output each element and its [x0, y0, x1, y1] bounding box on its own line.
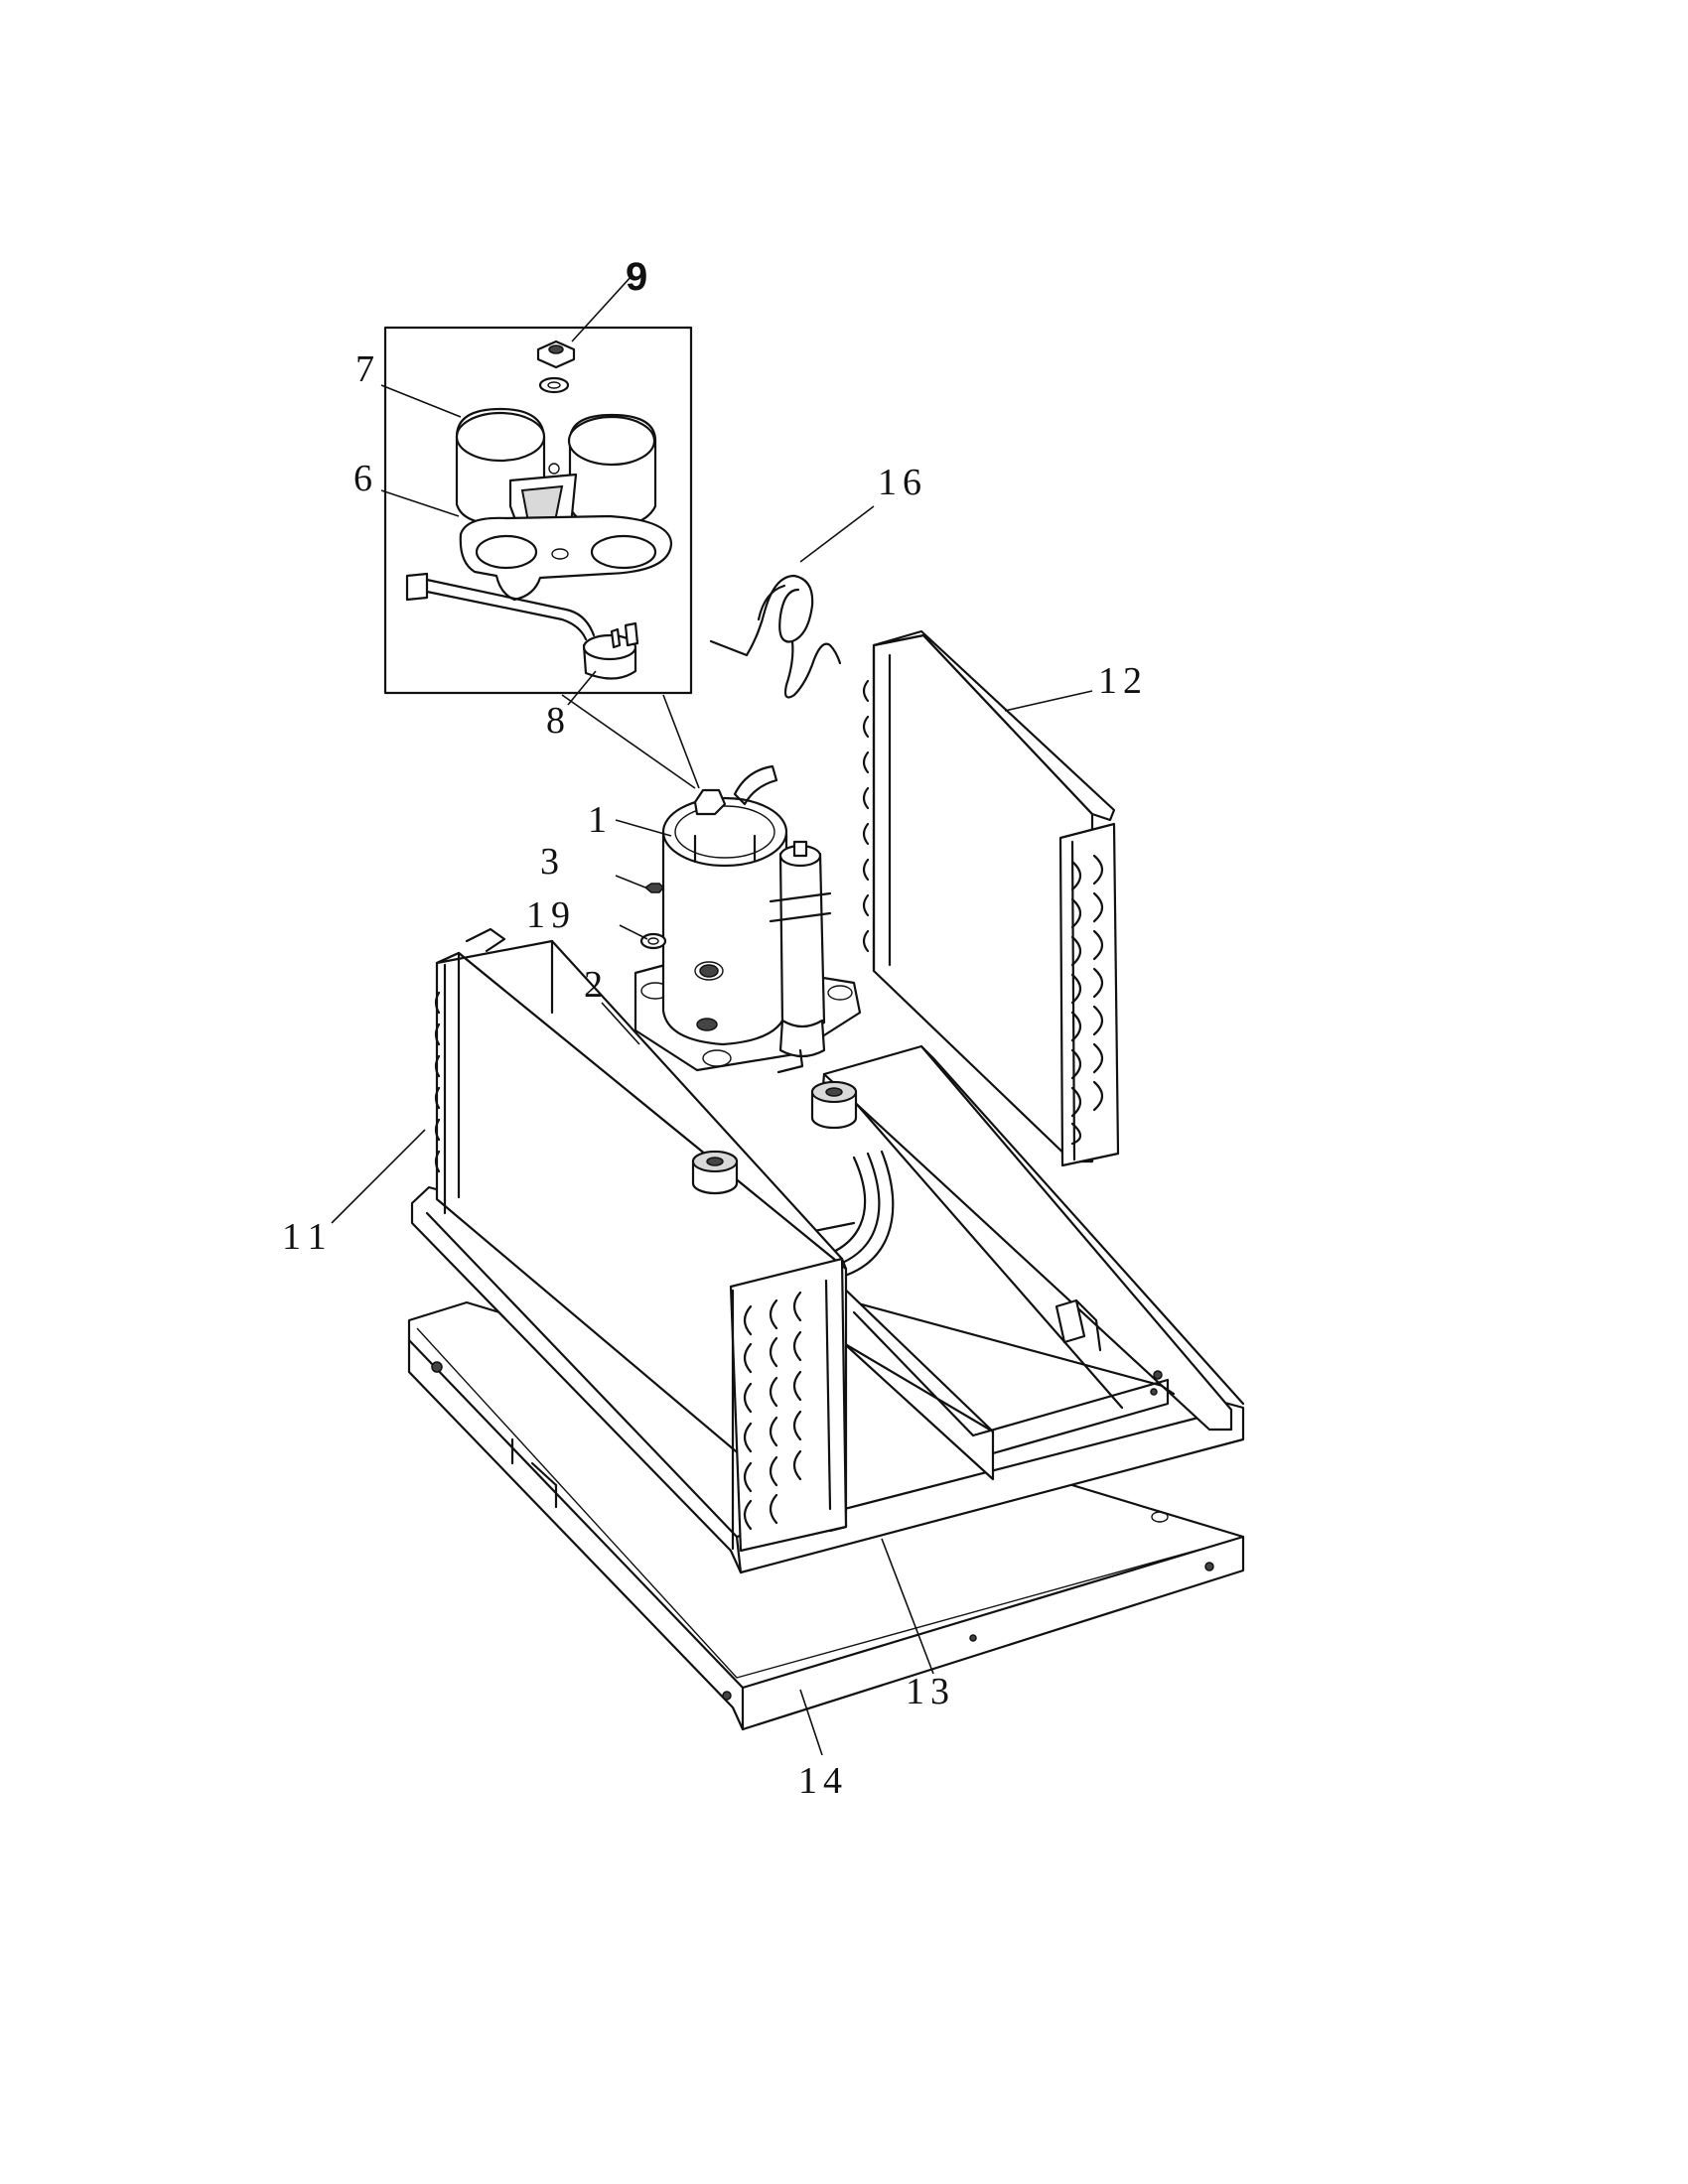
compressor-1 — [633, 764, 862, 1074]
callout-11: 11 — [282, 1216, 335, 1258]
nut-3 — [643, 883, 665, 893]
callout-2: 2 — [584, 964, 603, 1006]
washer-19 — [639, 932, 667, 950]
evaporator-return-bends — [1070, 854, 1104, 1146]
nut-9 — [536, 340, 576, 369]
rubber-grommets-2 — [691, 1150, 739, 1195]
inset-detail-box — [383, 326, 700, 789]
gasket-6 — [459, 514, 673, 602]
coil-return-bends — [743, 1291, 802, 1531]
callout-19: 19 — [526, 894, 576, 936]
capillary-tube-16 — [709, 574, 842, 699]
chassis-grommet — [810, 1080, 858, 1130]
evaporator-side-bends — [862, 679, 870, 953]
callout-6: 6 — [353, 458, 372, 499]
callout-12: 12 — [1098, 660, 1148, 702]
overload-protector-8 — [405, 572, 639, 680]
leader-lines — [331, 275, 1093, 1756]
callout-3: 3 — [540, 841, 559, 883]
callout-9: 9 — [626, 255, 647, 299]
callout-8: 8 — [546, 700, 565, 742]
callout-13: 13 — [906, 1671, 955, 1712]
callout-7: 7 — [355, 348, 374, 390]
condenser-coil-11 — [434, 927, 848, 1553]
coil-side-bends — [434, 991, 441, 1173]
evaporator-coil-12 — [862, 629, 1120, 1167]
washer-9 — [538, 376, 570, 394]
callout-14: 14 — [798, 1760, 848, 1802]
callout-16: 16 — [878, 462, 927, 503]
callout-1: 1 — [588, 799, 607, 841]
